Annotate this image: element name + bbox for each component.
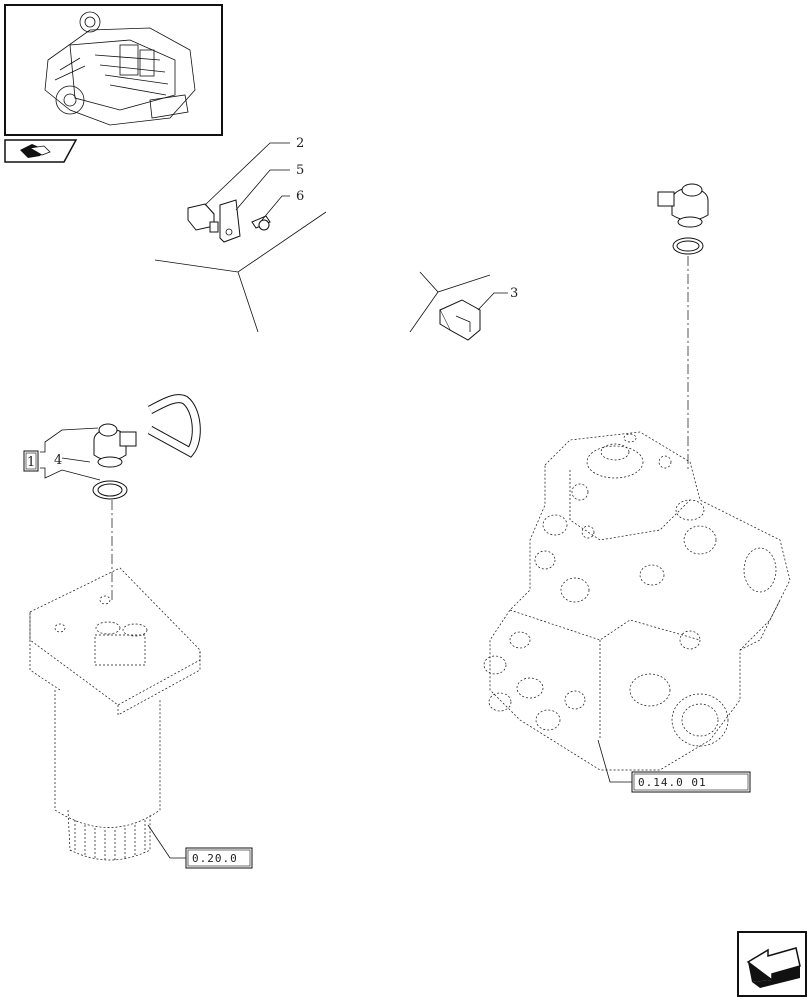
injection-pump	[483, 431, 791, 771]
fuel-filter	[29, 567, 201, 861]
engine-thumbnail-illustration	[44, 11, 196, 126]
filter-reference-label: 0.20.0	[192, 852, 238, 865]
banjo-fitting-right	[657, 183, 709, 228]
callout-4: 4	[54, 453, 62, 468]
pump-ref-leader	[597, 739, 632, 783]
book-pages-icon[interactable]	[4, 139, 78, 163]
callout-6: 6	[296, 189, 304, 204]
next-page-arrow-icon[interactable]	[737, 931, 807, 997]
fuel-pipe	[122, 146, 664, 458]
pipe-clip	[439, 299, 481, 341]
callout-1-box[interactable]: 1	[23, 450, 39, 472]
filter-ref-leader	[147, 824, 186, 859]
callout-3: 3	[510, 286, 518, 301]
engine-thumbnail[interactable]	[4, 4, 223, 136]
callout-5: 5	[296, 163, 304, 178]
callout-1: 1	[27, 455, 35, 470]
washer-left	[92, 480, 128, 500]
pump-reference-label: 0.14.0 01	[638, 776, 707, 789]
banjo-fitting-left	[93, 423, 137, 468]
bracket-assembly	[187, 199, 271, 243]
pump-reference-box[interactable]: 0.14.0 01	[631, 771, 751, 793]
washer-right	[672, 237, 704, 255]
leader-lines	[40, 142, 508, 481]
callout-2: 2	[296, 136, 304, 151]
filter-reference-box[interactable]: 0.20.0	[185, 847, 253, 869]
